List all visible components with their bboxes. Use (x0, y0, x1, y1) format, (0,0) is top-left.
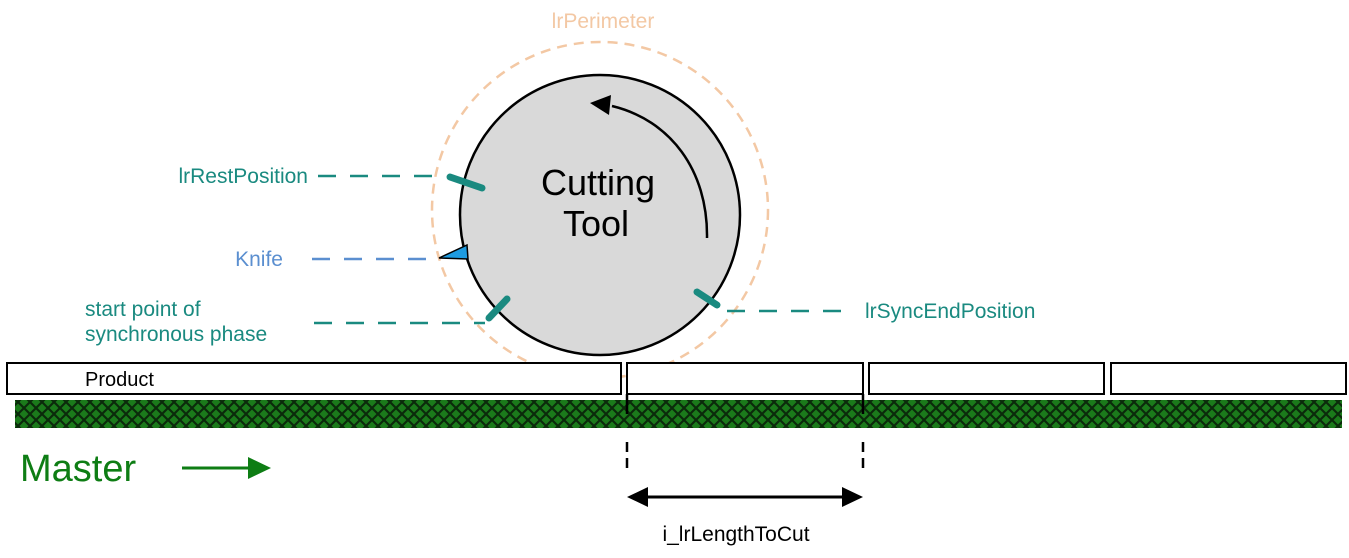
cutting-tool-circle (458, 73, 742, 357)
knife-icon (438, 243, 469, 260)
rotation-arrow (611, 104, 709, 239)
rest-position-marker (446, 173, 486, 192)
master-label: Master (20, 448, 136, 490)
dimension-arrow-right (842, 487, 863, 507)
start-point-marker (485, 295, 511, 322)
rotation-arrow-head (590, 95, 611, 115)
product-label: Product (85, 369, 154, 391)
start-point-label-line1: start point of (85, 298, 201, 321)
master-conveyor (15, 400, 1342, 428)
knife-label: Knife (235, 248, 283, 271)
product-segment (868, 362, 1105, 395)
cutting-tool-label-line2: Tool (563, 203, 629, 244)
product-segment (6, 362, 622, 395)
rest-position-label: lrRestPosition (178, 165, 308, 188)
master-arrow-head (248, 457, 271, 479)
dimension-arrow-left (627, 487, 648, 507)
perimeter-label: lrPerimeter (552, 10, 655, 33)
sync-end-label: lrSyncEndPosition (865, 300, 1035, 323)
sync-end-marker (693, 288, 721, 309)
cutting-tool-label: Cutting (541, 162, 655, 203)
product-segment (626, 362, 864, 395)
start-point-label-line2: synchronous phase (85, 323, 267, 346)
product-segment (1110, 362, 1347, 395)
length-to-cut-label: i_lrLengthToCut (662, 523, 809, 546)
